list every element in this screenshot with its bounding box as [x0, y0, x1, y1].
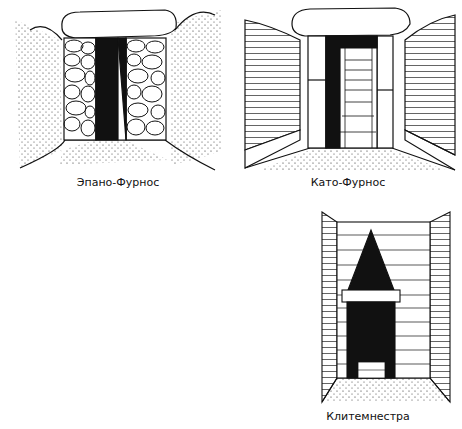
caption-label: Клитемнестра	[326, 410, 410, 423]
caption-label: Эпано-Фурнос	[77, 176, 159, 189]
klytemnestra-drawing	[322, 212, 450, 402]
caption-label: Като-Фурнос	[311, 176, 386, 189]
kato-fournos-drawing	[245, 8, 455, 170]
epano-fournos-drawing	[15, 10, 222, 170]
